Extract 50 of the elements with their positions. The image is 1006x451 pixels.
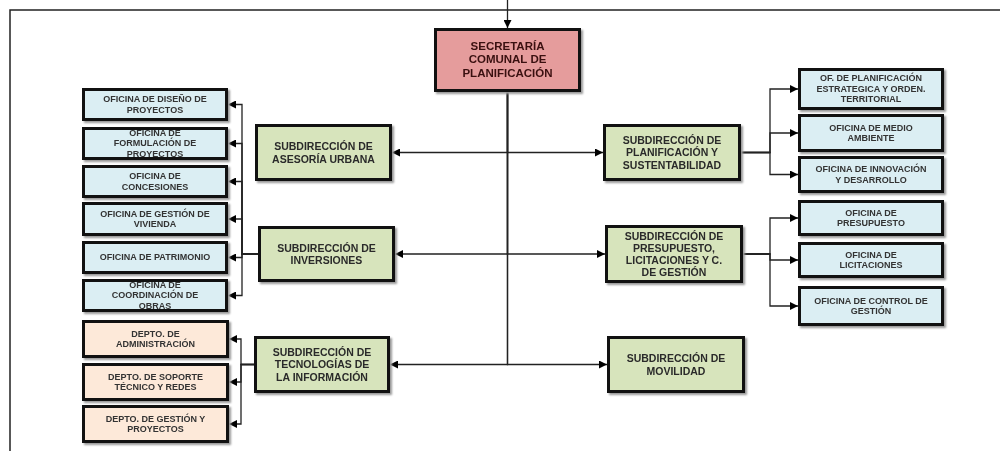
office-box	[82, 202, 228, 236]
office-box	[798, 114, 944, 152]
box-label: OFICINA DE GESTIÓN DE VIVIENDA	[99, 208, 211, 230]
box-label: OFICINA DE CONCESIONES	[120, 171, 190, 192]
box-label: SUBDIRECCIÓN DE PLANIFICACIÓN Y SUSTENTABILIDAD	[621, 134, 723, 171]
office-box	[82, 127, 228, 160]
subdirection-box	[254, 336, 390, 393]
box-label: SUBDIRECCIÓN DE MOVILIDAD	[625, 352, 727, 377]
box-label: OFICINA DE CONTROL DE GESTIÓN	[813, 295, 929, 317]
arrow	[506, 91, 608, 369]
arrow	[503, 0, 512, 29]
office-box	[798, 286, 944, 326]
office-box	[798, 200, 944, 236]
box-label: SUBDIRECCIÓN DE INVERSIONES	[276, 241, 377, 267]
office-box	[82, 165, 228, 198]
box-label: SECRETARÍA COMUNAL DE PLANIFICACIÓN	[461, 40, 554, 80]
box-label: SUBDIRECCIÓN DE TECNOLOGÍAS DE LA INFORMACIÓN	[271, 346, 373, 383]
arrow	[740, 151, 799, 179]
box-label: OFICINA DE MEDIO AMBIENTE	[828, 122, 914, 144]
box-label: DEPTO. DE GESTIÓN Y PROYECTOS	[104, 413, 207, 435]
office-box	[82, 320, 229, 358]
subdirection-box	[605, 225, 743, 283]
arrow	[742, 253, 799, 310]
box-label: DEPTO. DE ADMINISTRACIÓN	[115, 328, 196, 350]
box-label: DEPTO. DE SOPORTE TÉCNICO Y REDES	[107, 371, 204, 393]
office-box	[82, 241, 228, 274]
arrow	[228, 363, 255, 428]
office-box	[798, 156, 944, 193]
box-label: SUBDIRECCIÓN DE PRESUPUESTO, LICITACIONES Y C. DE GESTIÓN	[623, 229, 725, 279]
office-box	[82, 279, 228, 312]
box-label: OFICINA DE COORDINACIÓN DE OBRAS	[110, 280, 200, 311]
office-box	[82, 405, 229, 443]
head-office-box	[434, 28, 581, 92]
box-label: OFICINA DE DISEÑO DE PROYECTOS	[102, 94, 208, 115]
subdirection-box	[603, 124, 741, 181]
box-label: OFICINA DE FORMULACIÓN DE PROYECTOS	[112, 128, 198, 159]
arrow	[227, 253, 259, 300]
subdirection-box	[258, 226, 395, 282]
office-box	[798, 68, 944, 110]
office-box	[798, 242, 944, 278]
box-label: OFICINA DE INNOVACIÓN Y DESARROLLO	[814, 164, 928, 185]
box-label: OFICINA DE PATRIMONIO	[99, 252, 211, 263]
box-label: SUBDIRECCIÓN DE ASESORÍA URBANA	[271, 140, 376, 165]
office-box	[82, 363, 229, 401]
subdirection-box	[607, 336, 745, 393]
office-box	[82, 88, 228, 121]
box-label: OF. DE PLANIFICACIÓN ESTRATEGICA Y ORDEN. TERRITORIAL	[815, 73, 927, 105]
box-label: OFICINA DE LICITACIONES	[838, 249, 904, 271]
subdirection-box	[255, 124, 392, 181]
box-label: OFICINA DE PRESUPUESTO	[836, 207, 906, 229]
